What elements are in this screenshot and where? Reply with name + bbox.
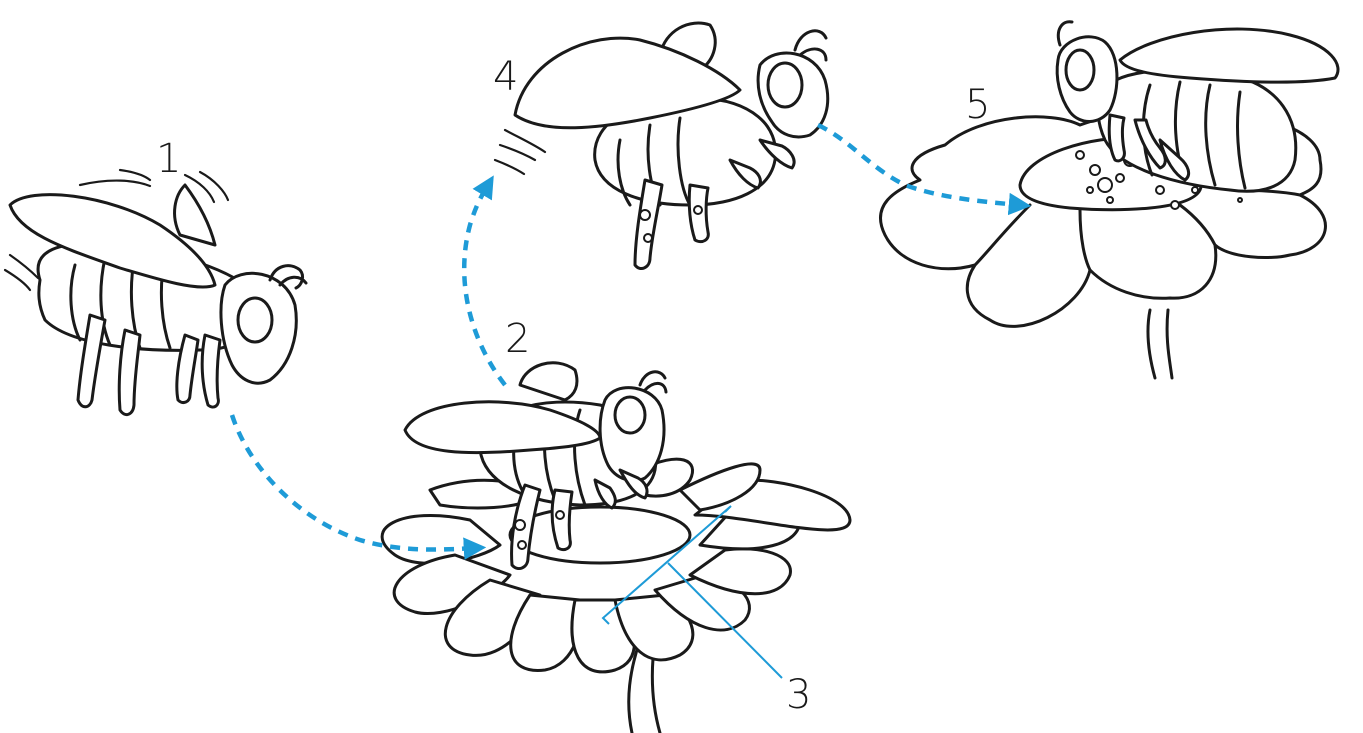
- bee-flying-icon: [495, 23, 828, 268]
- bee-wing: [1120, 29, 1338, 82]
- bee-eye: [238, 298, 272, 342]
- bee-antenna: [640, 372, 666, 392]
- bee-eye: [1066, 50, 1094, 90]
- step-label-5: 5: [965, 82, 990, 128]
- step-label-3: 3: [786, 672, 811, 718]
- bee-eye: [768, 63, 802, 107]
- flower-center: [510, 507, 690, 563]
- step-label-4: 4: [493, 54, 518, 100]
- step-label-2: 2: [505, 316, 530, 362]
- bee-eye: [615, 397, 645, 433]
- bee-wing-back: [520, 363, 577, 400]
- flower-stem: [1148, 310, 1172, 378]
- bee-antenna: [795, 31, 826, 60]
- bee-flying-icon: [5, 170, 306, 415]
- motion-lines: [495, 130, 545, 174]
- step-label-1: 1: [156, 136, 181, 182]
- arrow-2-to-4: [464, 185, 505, 385]
